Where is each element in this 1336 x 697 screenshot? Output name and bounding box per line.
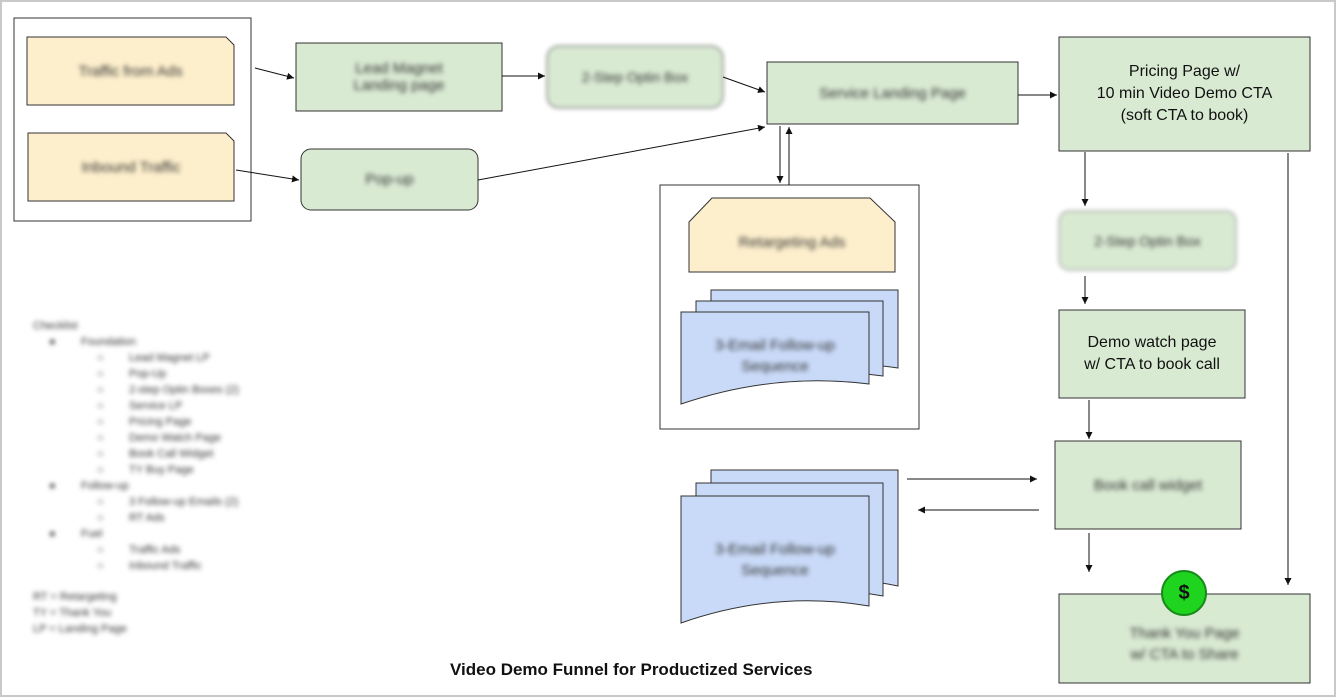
checklist-item: ○ Inbound Traffic — [33, 558, 293, 574]
optin-box-1-node — [546, 45, 724, 109]
checklist-bullet: ○ — [97, 368, 104, 380]
checklist-item: ○ Book Call Widget — [33, 446, 293, 462]
checklist-item: ○ RT Ads — [33, 510, 293, 526]
checklist-bullet: ○ — [97, 384, 104, 396]
checklist-item-text: Inbound Traffic — [129, 560, 202, 572]
checklist-item: ○ Pricing Page — [33, 414, 293, 430]
checklist: Checklist ● Foundation ○ Lead Magnet LP ○ Pop… — [33, 318, 293, 574]
checklist-item-text: Book Call Widget — [129, 448, 214, 460]
checklist-item: ○ Traffic Ads — [33, 542, 293, 558]
checklist-bullet: ○ — [97, 448, 104, 460]
checklist-bullet: ○ — [97, 432, 104, 444]
checklist-items: ● Foundation ○ Lead Magnet LP ○ Pop-Up ○ 2-step… — [33, 334, 293, 574]
connectors — [235, 67, 1292, 585]
checklist-bullet: ○ — [97, 544, 104, 556]
checklist-bullet: ● — [49, 336, 56, 348]
popup-node — [300, 148, 479, 211]
lead-magnet-lp-node — [295, 42, 503, 112]
optin-box-2-node — [1058, 210, 1237, 271]
checklist-bullet: ○ — [97, 416, 104, 428]
checklist-item-text: Foundation — [81, 336, 137, 348]
checklist-item-text: Pricing Page — [129, 416, 192, 428]
checklist-bullet: ○ — [97, 464, 104, 476]
demo-watch-node — [1058, 309, 1246, 399]
checklist-item-text: RT Ads — [129, 512, 165, 524]
checklist-item-text: Lead Magnet LP — [129, 352, 210, 364]
checklist-bullet: ● — [49, 480, 56, 492]
checklist-item-text: Fuel — [81, 528, 103, 540]
checklist-item: ○ Service LP — [33, 398, 293, 414]
checklist-item: ○ 2-step Optin Boxes (2) — [33, 382, 293, 398]
service-lp-node — [766, 61, 1019, 125]
checklist-item-text: TY Buy Page — [129, 464, 194, 476]
checklist-item-text: Follow-up — [81, 480, 129, 492]
checklist-bullet: ○ — [97, 512, 104, 524]
book-call-node — [1054, 440, 1242, 530]
checklist-item: ○ Demo Watch Page — [33, 430, 293, 446]
checklist-item-text: Traffic Ads — [129, 544, 181, 556]
legend-item: RT = Retargeting — [33, 591, 117, 603]
checklist-item-text: 2-step Optin Boxes (2) — [129, 384, 240, 396]
checklist-bullet: ○ — [97, 352, 104, 364]
checklist-item: ● Foundation — [33, 334, 293, 350]
legend-item: TY = Thank You — [33, 607, 112, 619]
checklist-bullet: ○ — [97, 496, 104, 508]
dollar-icon: $ — [1161, 570, 1207, 616]
checklist-item: ● Fuel — [33, 526, 293, 542]
checklist-bullet: ● — [49, 528, 56, 540]
checklist-item: ○ Lead Magnet LP — [33, 350, 293, 366]
checklist-item: ○ TY Buy Page — [33, 462, 293, 478]
checklist-item-text: Service LP — [129, 400, 183, 412]
retargeting-ads-node — [688, 197, 896, 273]
diagram-title: Video Demo Funnel for Productized Servic… — [450, 660, 813, 679]
legend-item: LP = Landing Page — [33, 623, 127, 635]
traffic-from-ads-node — [26, 36, 235, 106]
checklist-bullet: ○ — [97, 560, 104, 572]
checklist-item-text: Demo Watch Page — [129, 432, 221, 444]
email-sequence-2-node — [680, 469, 899, 624]
checklist-item: ● Follow-up — [33, 478, 293, 494]
checklist-heading: Checklist — [33, 320, 78, 332]
pricing-page-node — [1058, 36, 1311, 152]
email-sequence-1-node — [680, 289, 899, 405]
checklist-item-text: Pop-Up — [129, 368, 167, 380]
checklist-item-text: 3 Follow-up Emails (2) — [129, 496, 239, 508]
checklist-item: ○ 3 Follow-up Emails (2) — [33, 494, 293, 510]
inbound-traffic-node — [27, 132, 235, 202]
checklist-item: ○ Pop-Up — [33, 366, 293, 382]
checklist-bullet: ○ — [97, 400, 104, 412]
abbreviation-legend: RT = Retargeting TY = Thank You LP = Lan… — [33, 589, 127, 637]
